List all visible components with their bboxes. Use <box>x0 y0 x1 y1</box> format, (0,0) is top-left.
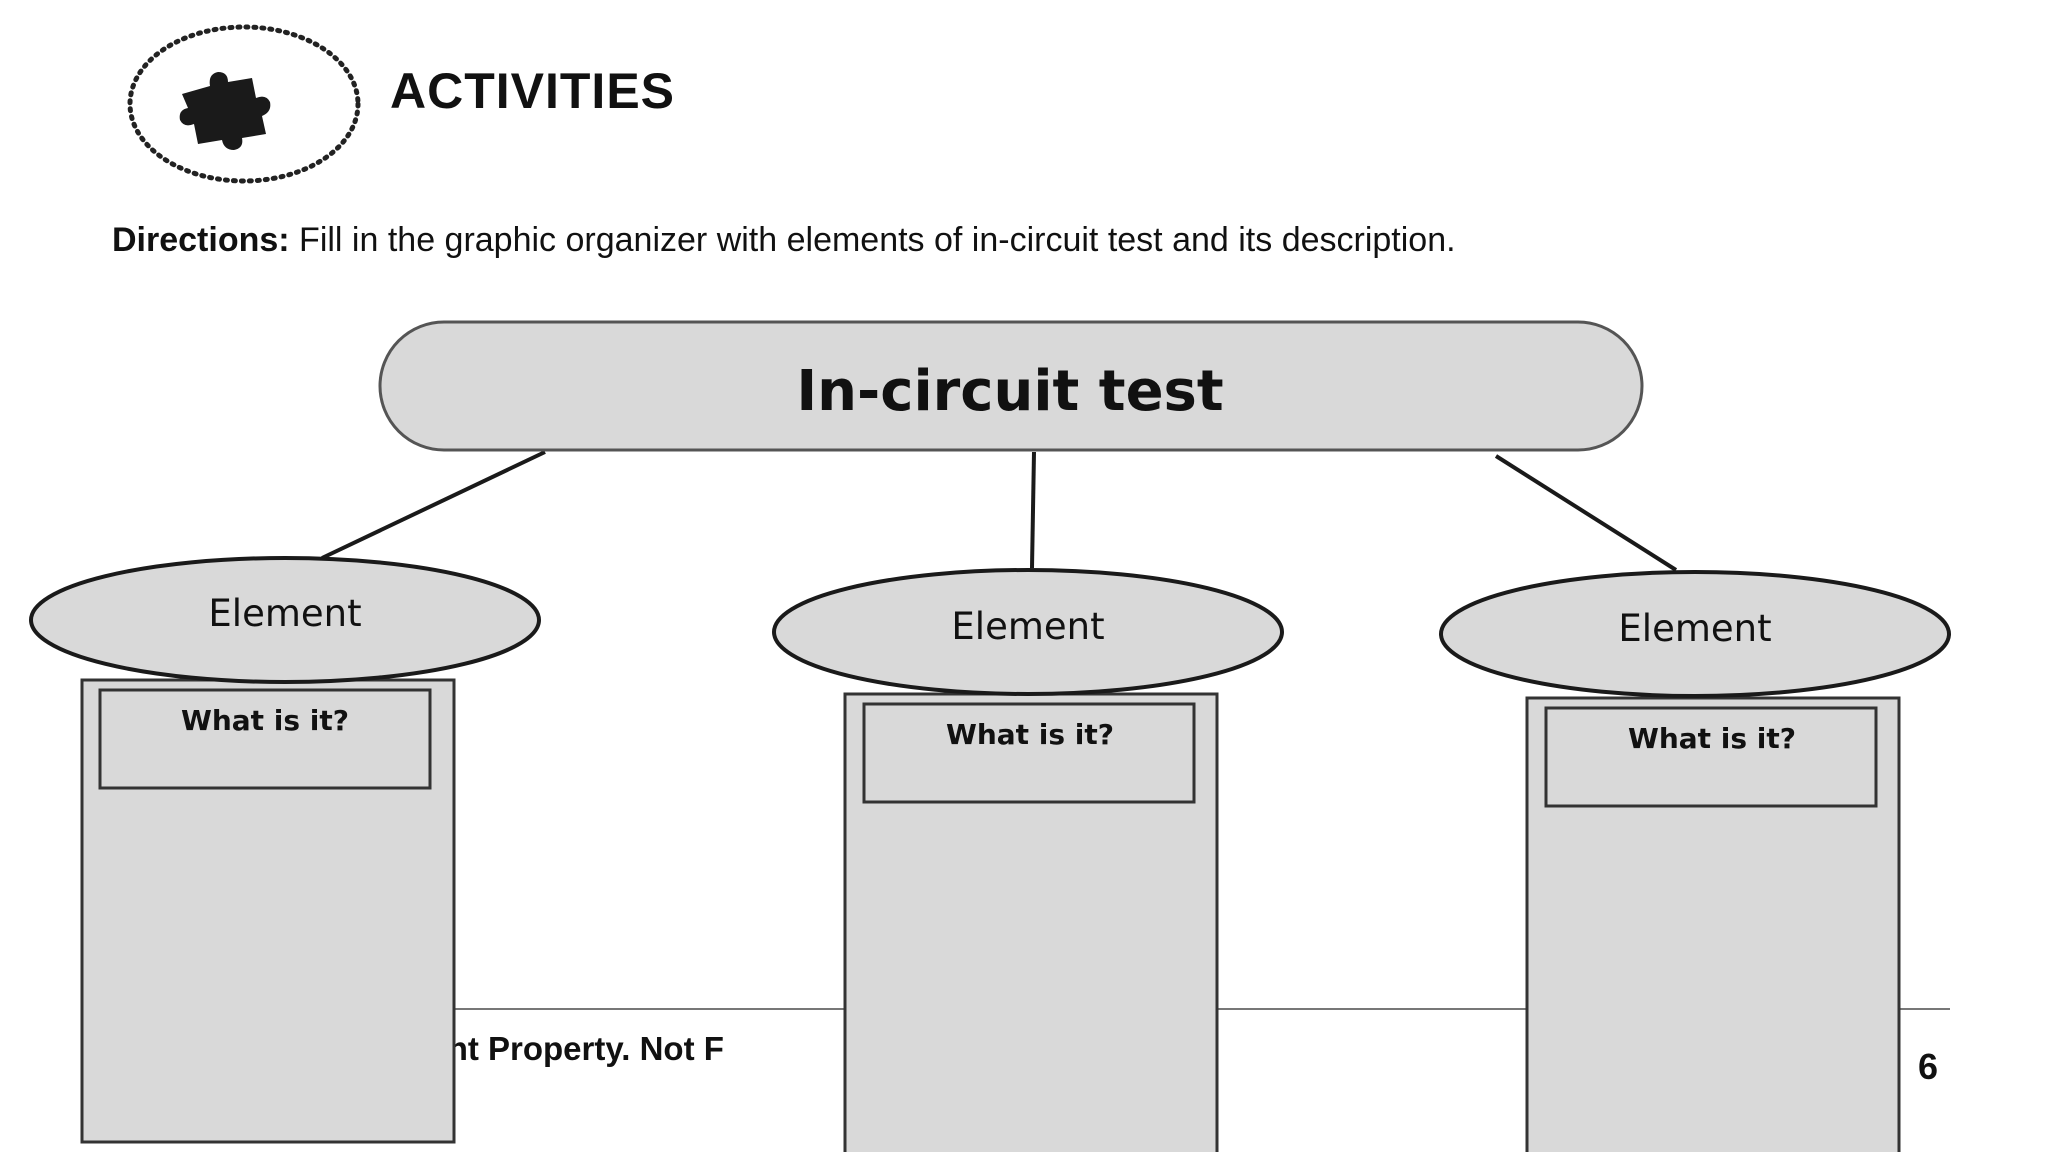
question-label: What is it? <box>1628 722 1796 755</box>
connector-left <box>321 450 546 560</box>
question-box[interactable] <box>1544 706 1878 808</box>
center-node-label: In-circuit test <box>796 359 1223 424</box>
branch-2: Element What is it? <box>772 568 1284 1152</box>
center-node <box>378 320 1644 452</box>
element-node <box>29 556 541 684</box>
element-node <box>1439 570 1951 698</box>
directions-label: Directions: <box>112 221 290 259</box>
directions-body: Fill in the graphic organizer with eleme… <box>299 221 1456 259</box>
page-number: 6 <box>1918 1046 1939 1087</box>
branch-1: Element What is it? <box>29 556 541 1144</box>
branch-3: Element What is it? <box>1439 570 1951 1152</box>
puzzle-piece-icon <box>179 72 271 150</box>
question-box[interactable] <box>98 688 432 790</box>
question-label: What is it? <box>181 704 349 737</box>
element-node <box>772 568 1284 696</box>
connector-right <box>1494 454 1678 572</box>
section-title: ACTIVITIES <box>390 63 676 119</box>
element-label: Element <box>1618 607 1771 650</box>
activities-icon <box>127 24 361 184</box>
question-label: What is it? <box>946 718 1114 751</box>
element-label: Element <box>951 605 1104 648</box>
connector-middle <box>1030 451 1036 569</box>
question-box[interactable] <box>862 702 1196 804</box>
directions-text: Directions: Fill in the graphic organize… <box>112 220 1812 260</box>
element-label: Element <box>208 592 361 635</box>
